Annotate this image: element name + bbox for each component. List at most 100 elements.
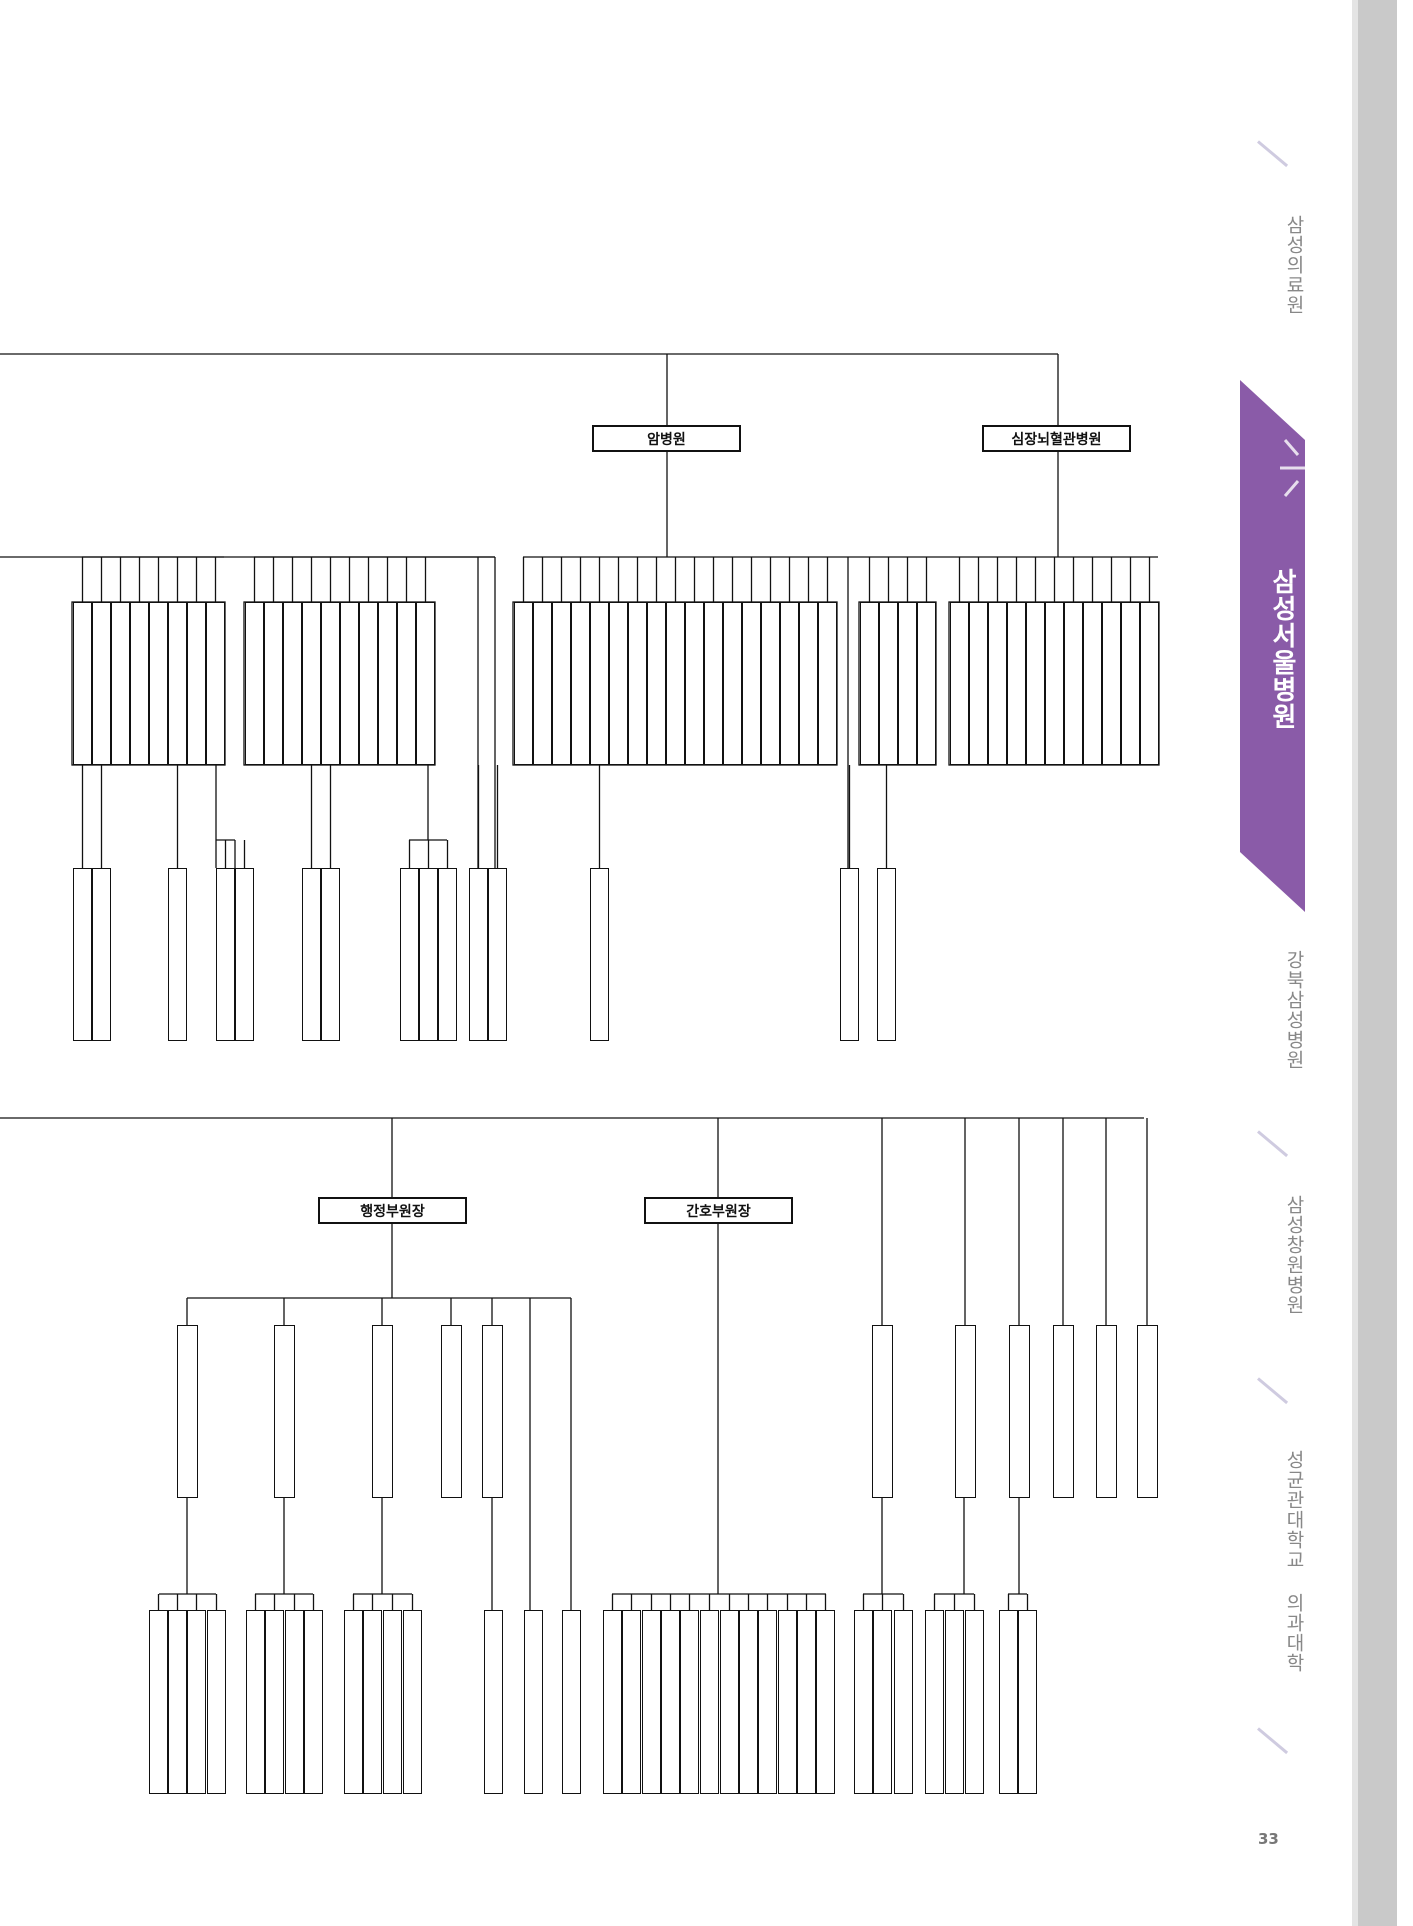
- org-unit: [378, 602, 397, 765]
- org-unit: [778, 1610, 797, 1794]
- connector-lines: [0, 353, 1160, 1610]
- org-unit: [685, 602, 704, 765]
- org-unit: [666, 602, 685, 765]
- org-unit: [700, 1610, 719, 1794]
- org-unit: [111, 602, 130, 765]
- org-unit: [245, 602, 264, 765]
- node-cancer-hospital: 암병원: [592, 425, 741, 452]
- org-unit: [514, 602, 533, 765]
- org-unit: [761, 602, 780, 765]
- tab-kangbuk-samsung-hospital[interactable]: 강북삼성병원: [1283, 950, 1305, 1070]
- org-unit: [344, 1610, 363, 1794]
- org-unit: [628, 602, 647, 765]
- org-unit: [488, 868, 507, 1041]
- org-unit: [950, 602, 969, 765]
- org-unit: [720, 1610, 739, 1794]
- node-heart-brain-vascular-hospital: 심장뇌혈관병원: [982, 425, 1131, 452]
- org-unit: [283, 602, 302, 765]
- active-tab-shape: [1240, 380, 1305, 912]
- org-unit: [372, 1325, 393, 1498]
- org-unit: [383, 1610, 402, 1794]
- tab-samsung-changwon-hospital[interactable]: 삼성창원병원: [1283, 1195, 1305, 1315]
- org-unit: [419, 868, 438, 1041]
- tab-samsung-medical-center[interactable]: 삼성의료원: [1283, 215, 1305, 315]
- org-unit: [609, 602, 628, 765]
- org-unit: [898, 602, 917, 765]
- org-unit: [438, 868, 457, 1041]
- org-unit: [187, 602, 206, 765]
- org-unit: [945, 1610, 964, 1794]
- org-unit: [285, 1610, 304, 1794]
- org-unit: [73, 868, 92, 1041]
- org-unit: [149, 602, 168, 765]
- org-unit: [524, 1610, 543, 1794]
- org-unit: [73, 602, 92, 765]
- org-unit: [216, 868, 235, 1041]
- org-unit: [854, 1610, 873, 1794]
- org-unit: [92, 602, 111, 765]
- page-number: 33: [1258, 1830, 1279, 1848]
- org-unit: [274, 1325, 295, 1498]
- org-unit: [1018, 1610, 1037, 1794]
- org-unit: [340, 602, 359, 765]
- org-unit: [647, 602, 666, 765]
- org-unit: [1007, 602, 1026, 765]
- org-unit: [235, 868, 254, 1041]
- org-unit: [1064, 602, 1083, 765]
- org-unit: [168, 868, 187, 1041]
- org-unit: [1026, 602, 1045, 765]
- org-unit: [742, 602, 761, 765]
- org-unit: [603, 1610, 622, 1794]
- org-unit: [207, 1610, 226, 1794]
- org-unit: [680, 1610, 699, 1794]
- org-unit: [177, 1325, 198, 1498]
- org-unit: [302, 868, 321, 1041]
- org-unit: [999, 1610, 1018, 1794]
- org-unit: [1137, 1325, 1158, 1498]
- org-unit: [1121, 602, 1140, 765]
- org-unit: [1045, 602, 1064, 765]
- org-unit: [484, 1610, 503, 1794]
- org-unit: [1096, 1325, 1117, 1498]
- node-admin-vice-director: 행정부원장: [318, 1197, 467, 1224]
- org-unit: [130, 602, 149, 765]
- org-unit: [533, 602, 552, 765]
- org-unit: [879, 602, 898, 765]
- org-unit: [400, 868, 419, 1041]
- org-unit: [704, 602, 723, 765]
- tab-skku-medicine[interactable]: 성균관대학교 의과대학: [1283, 1450, 1305, 1673]
- org-unit: [302, 602, 321, 765]
- org-unit: [187, 1610, 206, 1794]
- org-unit: [799, 602, 818, 765]
- org-unit: [873, 1610, 892, 1794]
- org-unit: [246, 1610, 265, 1794]
- org-unit: [917, 602, 936, 765]
- org-unit: [877, 868, 896, 1041]
- org-unit: [264, 602, 283, 765]
- org-unit: [552, 602, 571, 765]
- org-unit: [969, 602, 988, 765]
- org-unit: [1140, 602, 1159, 765]
- org-unit: [92, 868, 111, 1041]
- tab-samsung-seoul-hospital[interactable]: 삼성서울병원: [1267, 568, 1297, 730]
- org-unit: [168, 602, 187, 765]
- side-navigation: 삼성의료원 삼성서울병원 강북삼성병원 삼성창원병원 성균관대학교 의과대학: [1240, 0, 1413, 1926]
- org-unit: [816, 1610, 835, 1794]
- org-unit: [988, 602, 1007, 765]
- org-unit: [1053, 1325, 1074, 1498]
- org-unit: [363, 1610, 382, 1794]
- org-unit: [925, 1610, 944, 1794]
- org-unit: [661, 1610, 680, 1794]
- org-unit: [894, 1610, 913, 1794]
- org-unit: [590, 868, 609, 1041]
- org-unit: [955, 1325, 976, 1498]
- org-unit: [860, 602, 879, 765]
- org-unit: [206, 602, 225, 765]
- org-unit: [622, 1610, 641, 1794]
- org-unit: [469, 868, 488, 1041]
- org-unit: [758, 1610, 777, 1794]
- org-unit: [780, 602, 799, 765]
- org-unit: [403, 1610, 422, 1794]
- org-unit: [590, 602, 609, 765]
- org-unit: [818, 602, 837, 765]
